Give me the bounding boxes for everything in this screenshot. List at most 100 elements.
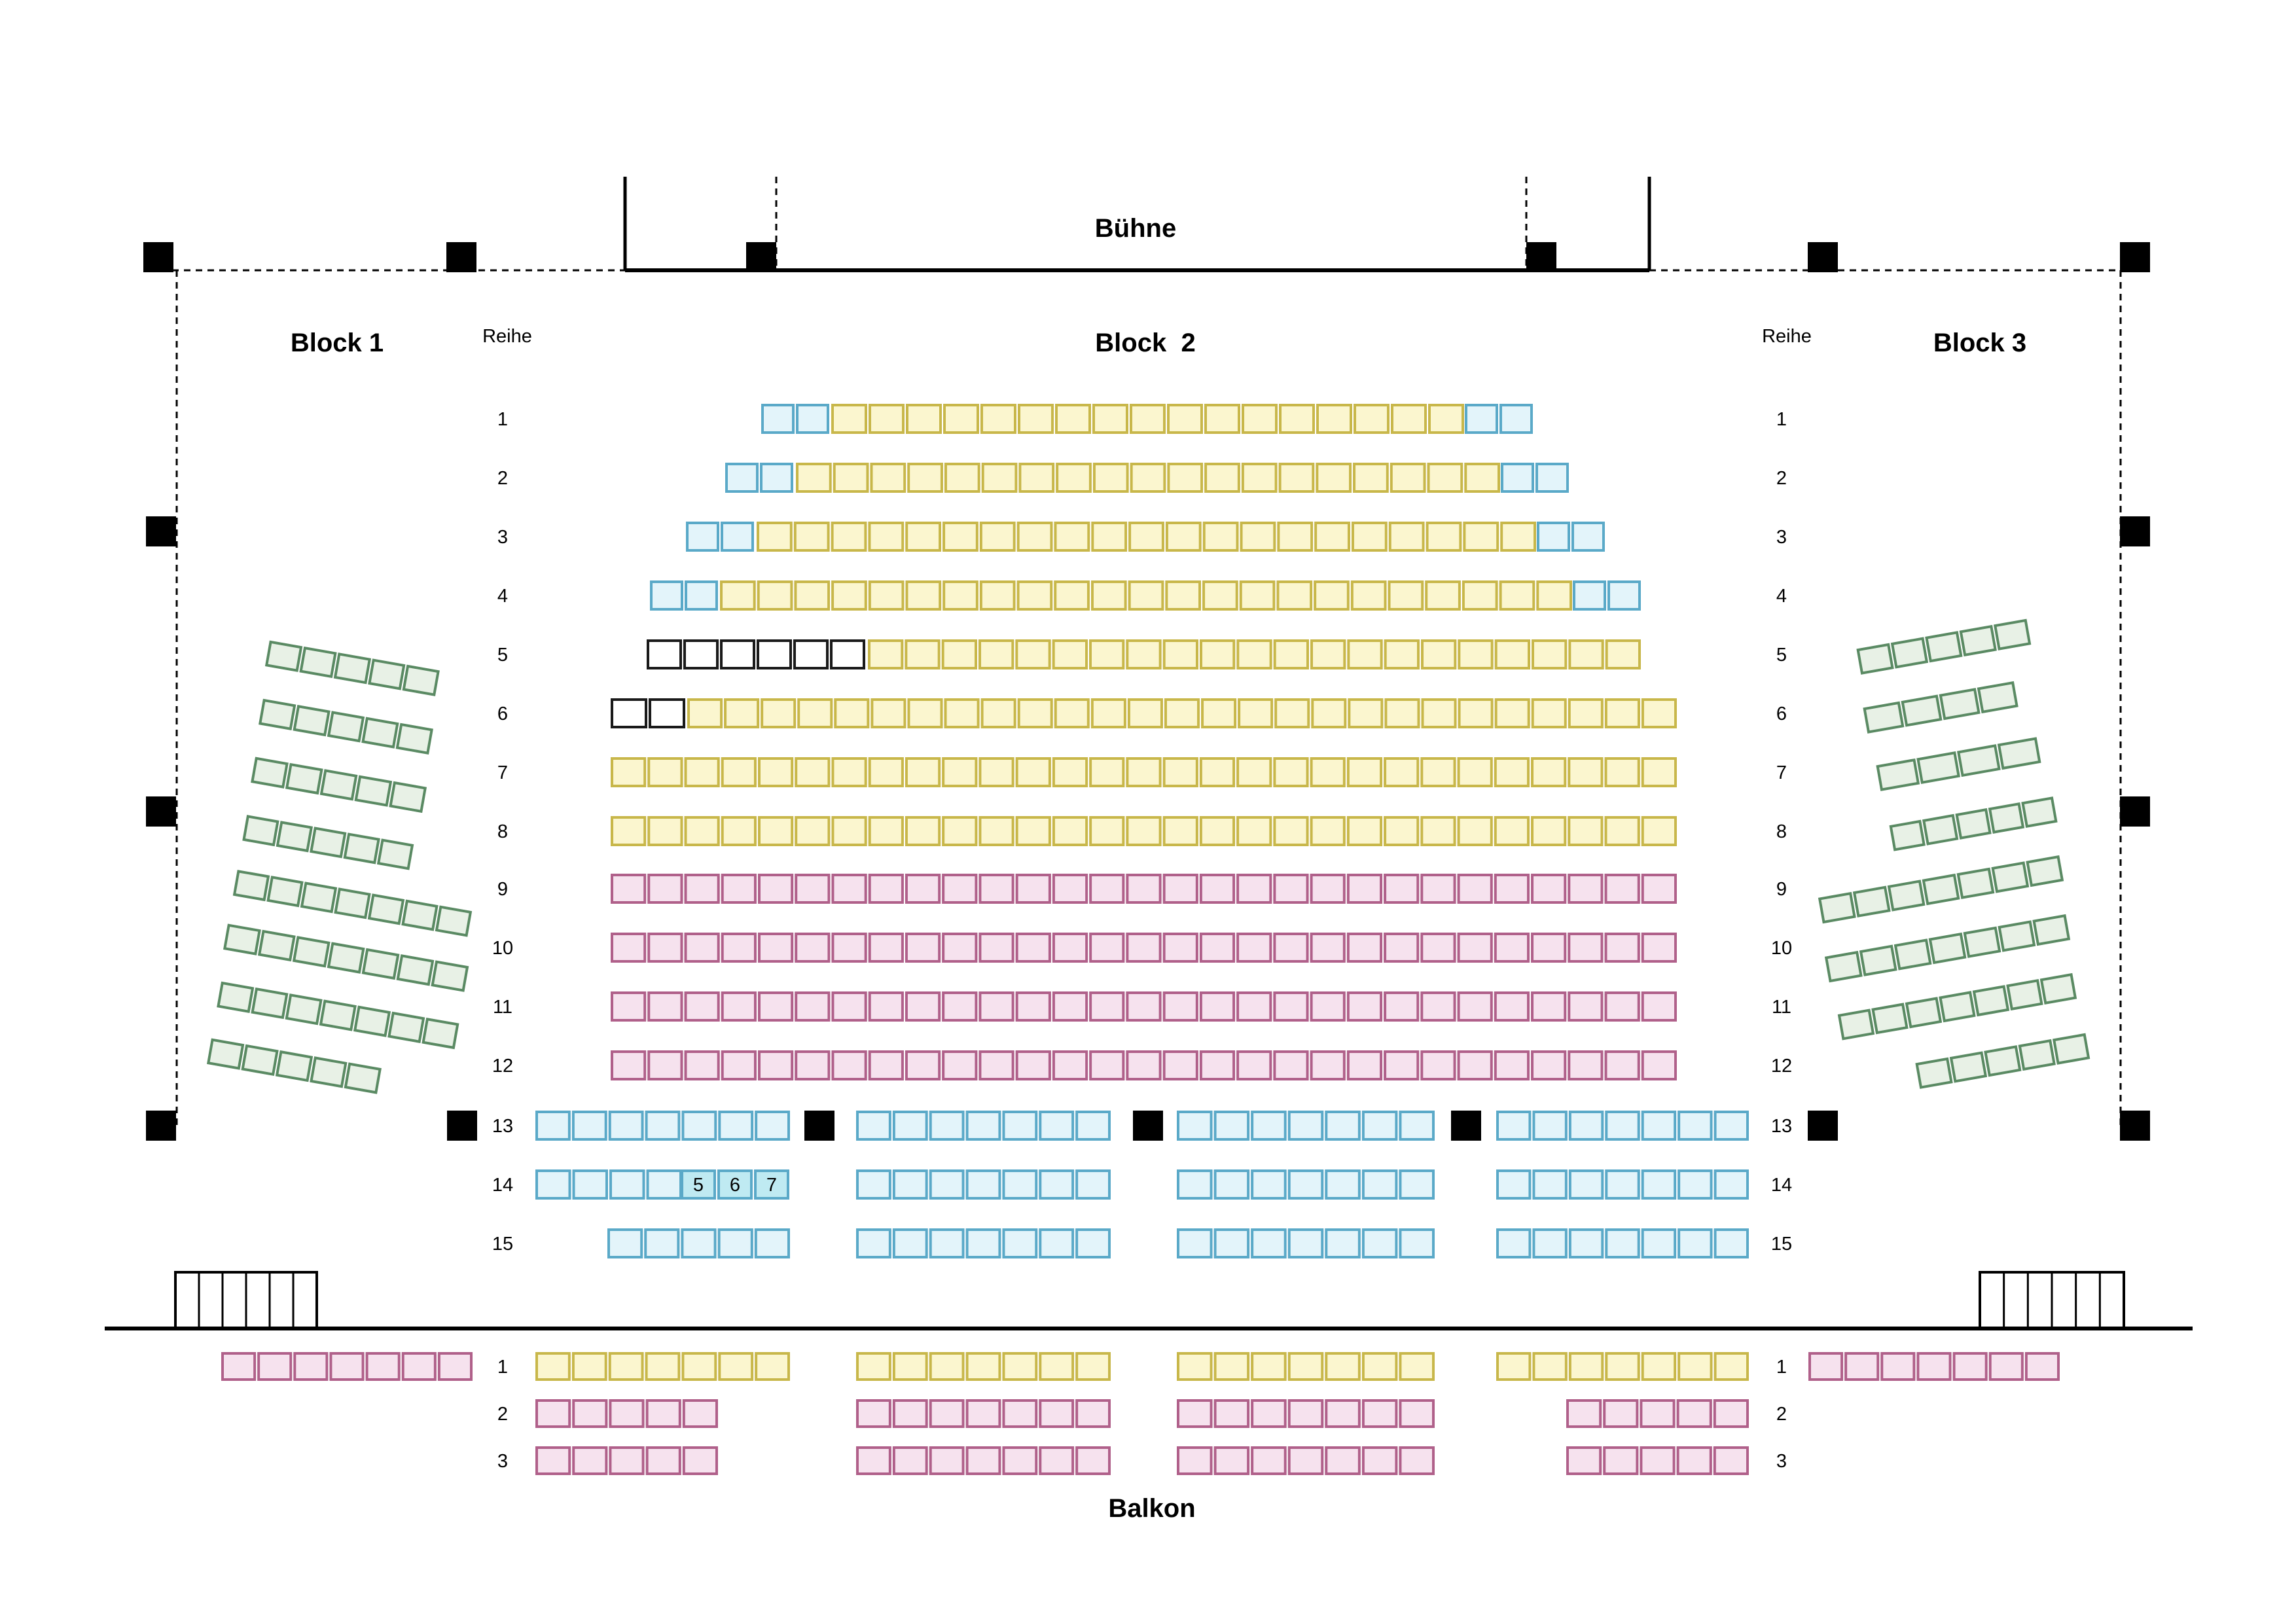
seat[interactable] [755, 1352, 790, 1381]
seat[interactable] [1532, 1169, 1568, 1200]
seat[interactable] [1531, 991, 1567, 1022]
seat[interactable] [343, 832, 380, 865]
seat[interactable] [760, 463, 793, 493]
seat[interactable] [979, 522, 1016, 552]
seat[interactable] [1018, 463, 1055, 493]
seat[interactable] [2024, 1352, 2060, 1381]
seat[interactable] [1273, 1050, 1309, 1080]
seat[interactable] [1075, 1352, 1111, 1381]
seat[interactable] [978, 816, 1014, 846]
seat[interactable] [1126, 757, 1162, 787]
seat[interactable] [310, 1056, 348, 1088]
seat[interactable] [1273, 639, 1309, 669]
seat[interactable] [1384, 933, 1420, 963]
seat[interactable] [1287, 1399, 1324, 1428]
seat[interactable] [276, 821, 314, 853]
seat[interactable] [721, 757, 757, 787]
seat[interactable] [1162, 1050, 1198, 1080]
seat[interactable] [389, 781, 427, 813]
seat[interactable] [831, 874, 867, 904]
seat[interactable] [1641, 1352, 1677, 1381]
seat[interactable] [368, 658, 406, 690]
seat[interactable] [1604, 874, 1640, 904]
seat[interactable] [535, 1352, 571, 1381]
seat[interactable] [1199, 933, 1236, 963]
seat[interactable] [2026, 855, 2064, 887]
seat[interactable] [1457, 816, 1493, 846]
seat[interactable] [293, 1352, 329, 1381]
seat[interactable] [1251, 1228, 1287, 1258]
seat[interactable] [1390, 463, 1426, 493]
seat[interactable] [1287, 1446, 1324, 1475]
seat[interactable] [1092, 463, 1129, 493]
seat[interactable] [965, 1446, 1001, 1475]
seat[interactable] [1458, 698, 1494, 728]
seat[interactable] [251, 757, 289, 789]
seat[interactable] [757, 580, 793, 611]
seat[interactable] [1887, 880, 1926, 912]
seat[interactable] [1915, 1057, 1953, 1089]
seat[interactable] [761, 698, 797, 728]
seat[interactable] [572, 1399, 608, 1428]
seat[interactable] [1494, 933, 1530, 963]
seat[interactable] [353, 1005, 391, 1037]
seat[interactable] [684, 933, 720, 963]
seat[interactable] [1002, 1399, 1038, 1428]
seat[interactable] [686, 522, 719, 552]
seat[interactable] [1347, 639, 1383, 669]
seat[interactable] [1177, 1228, 1213, 1258]
seat[interactable] [1496, 1169, 1532, 1200]
seat[interactable] [1997, 737, 2041, 770]
seat[interactable] [1532, 1228, 1568, 1258]
seat[interactable] [242, 815, 279, 847]
seat[interactable] [647, 991, 683, 1022]
seat[interactable] [980, 404, 1016, 434]
seat[interactable] [1162, 757, 1198, 787]
seat[interactable] [1325, 1446, 1361, 1475]
seat[interactable] [1236, 639, 1272, 669]
seat[interactable] [607, 1228, 643, 1258]
seat[interactable] [1325, 1169, 1361, 1200]
seat[interactable] [1052, 816, 1088, 846]
seat[interactable] [207, 1038, 245, 1070]
seat[interactable] [721, 874, 757, 904]
seat[interactable] [1566, 1446, 1602, 1475]
seat[interactable] [1361, 1228, 1398, 1258]
seat[interactable] [1568, 1228, 1604, 1258]
seat[interactable] [1713, 1169, 1749, 1200]
seat[interactable] [981, 463, 1018, 493]
seat[interactable] [361, 717, 399, 749]
seat[interactable] [1531, 874, 1567, 904]
seat[interactable] [795, 816, 831, 846]
seat[interactable] [422, 1017, 459, 1050]
seat[interactable] [929, 1446, 965, 1475]
seat[interactable] [1605, 1169, 1640, 1200]
seat[interactable] [1039, 1446, 1075, 1475]
seat[interactable] [929, 1169, 965, 1200]
seat[interactable] [1676, 1446, 1712, 1475]
seat[interactable] [1002, 1228, 1038, 1258]
seat[interactable] [1399, 1111, 1435, 1141]
seat[interactable] [1236, 933, 1272, 963]
seat[interactable] [942, 757, 978, 787]
seat[interactable] [978, 874, 1014, 904]
seat[interactable] [1242, 404, 1278, 434]
seat[interactable] [611, 698, 647, 728]
seat[interactable] [1325, 1111, 1361, 1141]
seat[interactable] [942, 522, 978, 552]
seat[interactable] [1017, 698, 1053, 728]
seat[interactable] [609, 1399, 645, 1428]
seat[interactable] [1568, 933, 1604, 963]
seat[interactable] [1325, 1399, 1361, 1428]
seat[interactable] [1279, 404, 1315, 434]
seat[interactable] [1236, 991, 1272, 1022]
seat[interactable] [2052, 1033, 2090, 1065]
seat[interactable] [1568, 816, 1604, 846]
seat[interactable] [1251, 1399, 1287, 1428]
seat[interactable] [223, 923, 261, 955]
seat[interactable] [333, 652, 372, 685]
seat[interactable] [285, 993, 323, 1026]
seat[interactable] [905, 933, 941, 963]
seat[interactable] [755, 1111, 790, 1141]
seat[interactable] [1603, 1399, 1639, 1428]
